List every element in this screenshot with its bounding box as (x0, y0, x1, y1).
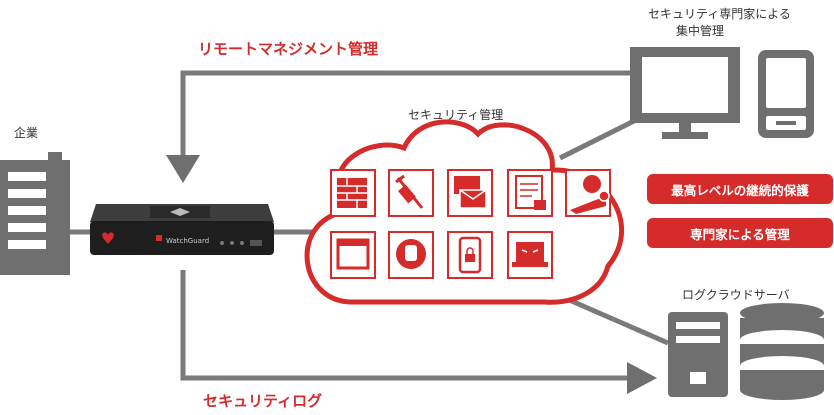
server-tower-icon (668, 312, 728, 397)
managed-device-icon (758, 50, 814, 138)
mobile-lock-icon (447, 231, 493, 279)
security-appliance (90, 204, 274, 255)
remote-management-path (180, 70, 630, 158)
expert-label-line1: セキュリティ専門家による (648, 7, 791, 21)
enterprise-label: 企業 (14, 126, 39, 140)
enterprise-building-icon (0, 152, 70, 275)
block-hand-icon (388, 231, 434, 279)
cloud-server-label: ログクラウドサーバ (682, 288, 790, 302)
highest-level-badge: 最高レベルの継続的保護 (647, 174, 833, 204)
remote-management-label: リモートマネジメント管理 (198, 40, 379, 58)
monitor-icon (630, 47, 740, 139)
email-threat-icon (447, 169, 493, 217)
connection-lines (70, 70, 669, 381)
down-arrow-head (166, 155, 200, 183)
expert-label-line2: 集中管理 (676, 24, 725, 38)
brand-logo-icon (102, 232, 114, 244)
firewall-icon (330, 169, 376, 217)
web-window-icon (330, 231, 376, 279)
laptop-threat-icon (507, 231, 553, 279)
cloud-to-server-line (559, 293, 669, 346)
security-management-label: セキュリティ管理 (408, 108, 504, 122)
injection-icon (388, 169, 434, 217)
database-icon (740, 303, 824, 400)
device-brand-label: WatchGuard (166, 237, 210, 245)
security-log-path (180, 270, 630, 381)
document-lock-icon (507, 169, 553, 217)
security-log-label: セキュリティログ (203, 392, 323, 410)
expert-management-badge: 専門家による管理 (647, 218, 833, 248)
phishing-icon (565, 169, 611, 217)
right-arrow-head (627, 362, 657, 394)
threat-icon-grid (330, 169, 611, 279)
